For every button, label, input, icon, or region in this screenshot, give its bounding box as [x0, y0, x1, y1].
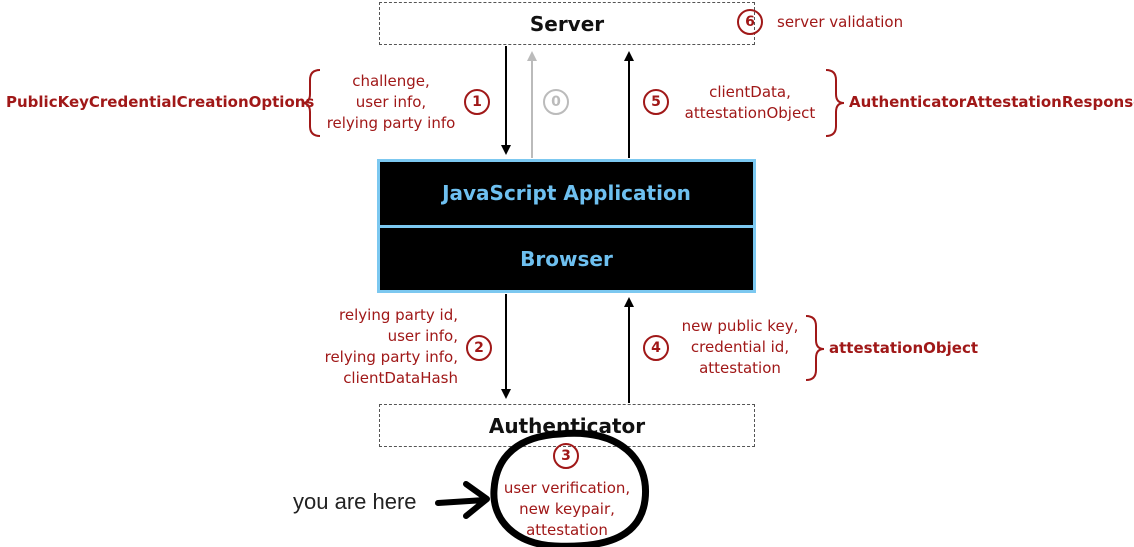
step-3-text: user verification, new keypair, attestat…	[494, 478, 640, 541]
javascript-application-block: JavaScript Application	[377, 159, 756, 228]
step-4-line: attestation	[699, 359, 781, 377]
step-1-text: challenge, user info, relying party info	[322, 71, 460, 134]
step-5-line: attestationObject	[684, 104, 816, 122]
brace-response	[825, 69, 845, 137]
step-1-badge: 1	[464, 89, 490, 115]
step-3-line: new keypair,	[519, 500, 615, 518]
step-5-line: clientData,	[709, 83, 791, 101]
step-4-text: new public key, credential id, attestati…	[672, 316, 808, 379]
authenticator-box: Authenticator	[379, 404, 755, 447]
response-group-label: AuthenticatorAttestationResponse	[849, 93, 1134, 111]
you-are-here-arrow	[435, 481, 490, 519]
browser-block: Browser	[377, 225, 756, 293]
step-2-line: clientDataHash	[343, 369, 458, 387]
step-2-badge: 2	[466, 335, 492, 361]
step-6-badge: 6	[737, 9, 763, 35]
step-4-line: new public key,	[681, 317, 799, 335]
step-0-badge: 0	[543, 89, 569, 115]
javascript-application-label: JavaScript Application	[442, 181, 691, 205]
server-box: Server	[379, 2, 755, 45]
step-5-badge: 5	[643, 89, 669, 115]
step-5-text: clientData, attestationObject	[676, 82, 824, 124]
you-are-here-circle	[490, 429, 650, 547]
step-1-line: user info,	[355, 93, 427, 111]
step-2-line: relying party id,	[339, 306, 458, 324]
step-1-line: relying party info	[326, 114, 456, 132]
step-2-line: relying party info,	[324, 348, 458, 366]
step-1-line: challenge,	[352, 72, 430, 90]
server-title: Server	[529, 12, 605, 36]
step-3-line: user verification,	[503, 479, 631, 497]
brace-options	[301, 69, 321, 137]
step-2-line: user info,	[387, 327, 458, 345]
options-group-label: PublicKeyCredentialCreationOptions	[6, 93, 315, 111]
step-6-label: server validation	[777, 13, 904, 31]
step-3-line: attestation	[526, 521, 608, 539]
step-2-text: relying party id, user info, relying par…	[300, 305, 458, 389]
step-4-badge: 4	[643, 335, 669, 361]
step-4-line: credential id,	[690, 338, 790, 356]
attestation-group-label: attestationObject	[829, 339, 979, 357]
step-3-badge: 3	[553, 443, 579, 469]
you-are-here-label: you are here	[293, 489, 417, 514]
brace-attestation	[805, 315, 825, 381]
browser-label: Browser	[520, 247, 613, 271]
